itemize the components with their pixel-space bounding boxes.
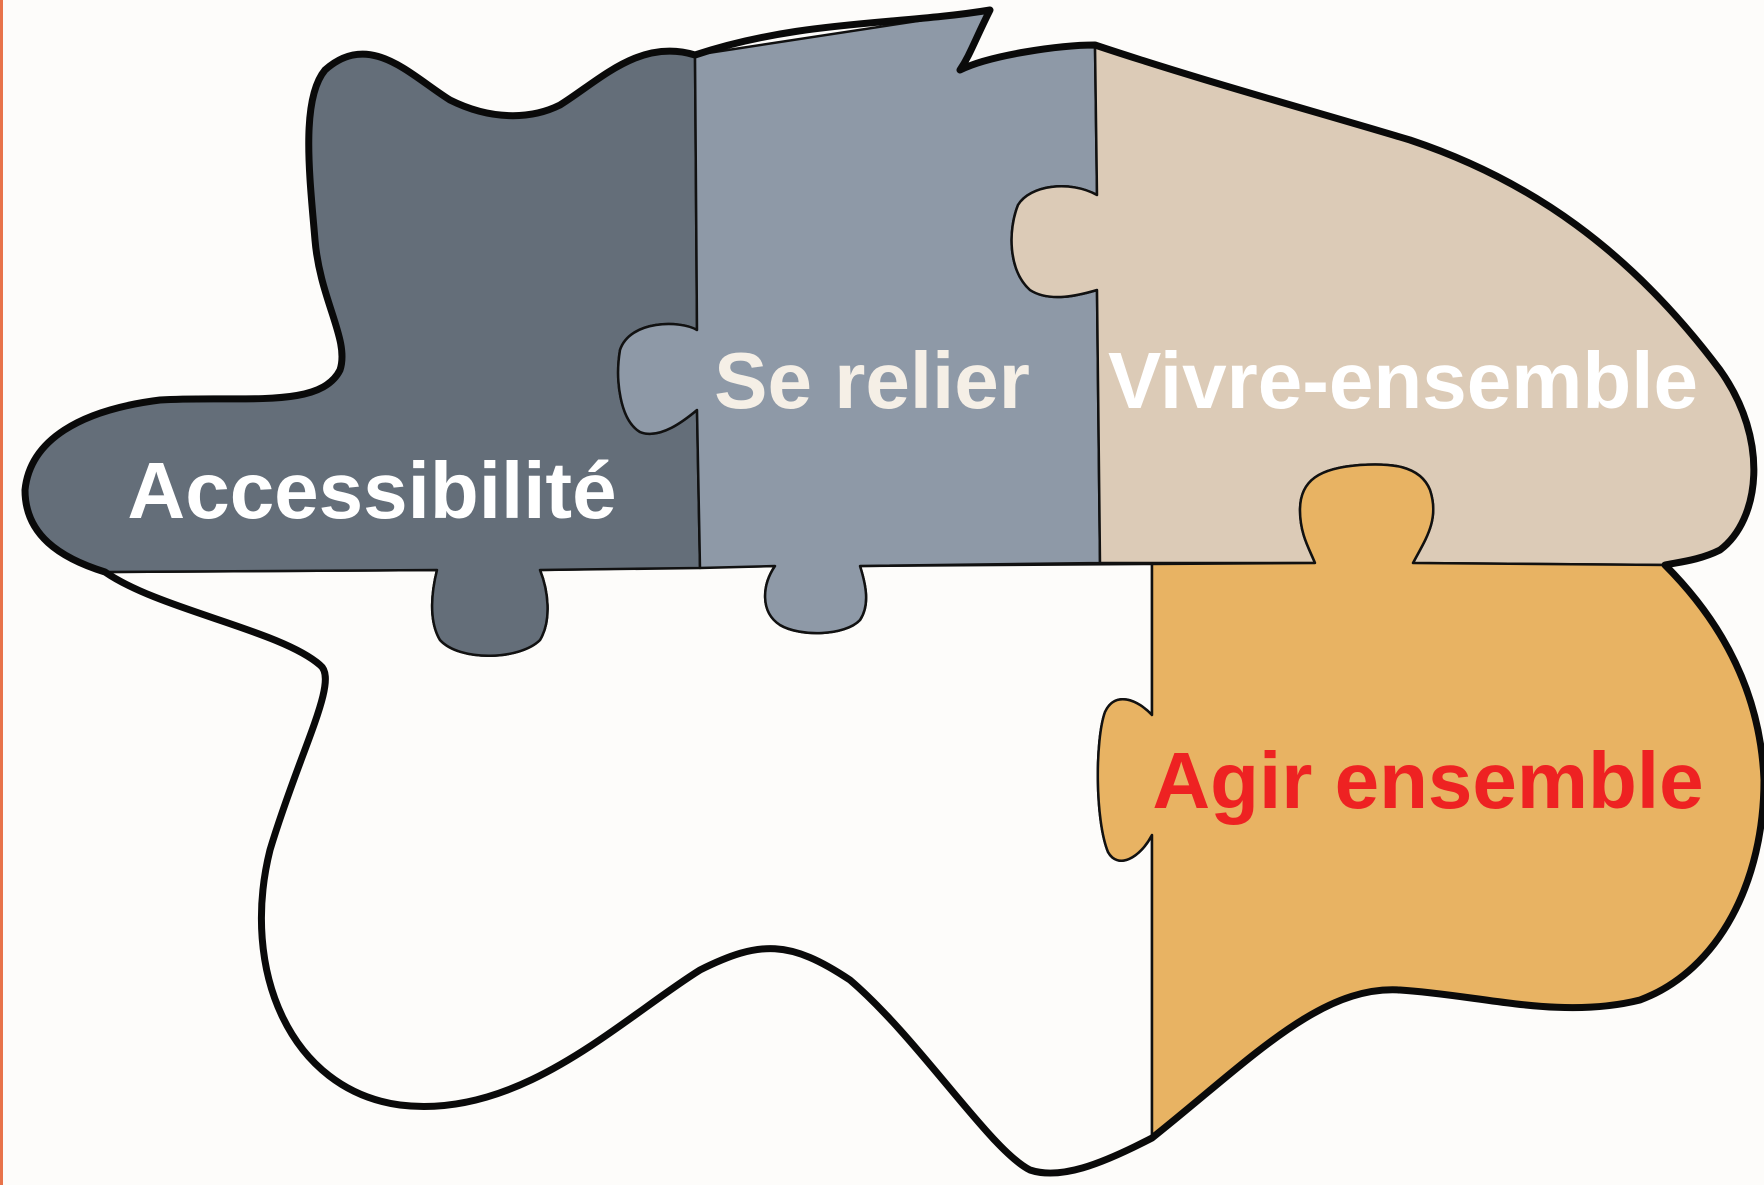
puzzle-outer-outline: [21, 6, 1764, 1177]
puzzle-piece-accessibility: [23, 49, 702, 657]
puzzle-piece-empty: [103, 562, 1154, 1175]
label-living-together: Vivre-ensemble: [1108, 336, 1698, 425]
label-accessibility: Accessibilité: [127, 446, 616, 535]
label-connect: Se relier: [714, 336, 1030, 425]
label-act-together: Agir ensemble: [1152, 736, 1703, 825]
left-accent-border: [0, 0, 3, 1185]
